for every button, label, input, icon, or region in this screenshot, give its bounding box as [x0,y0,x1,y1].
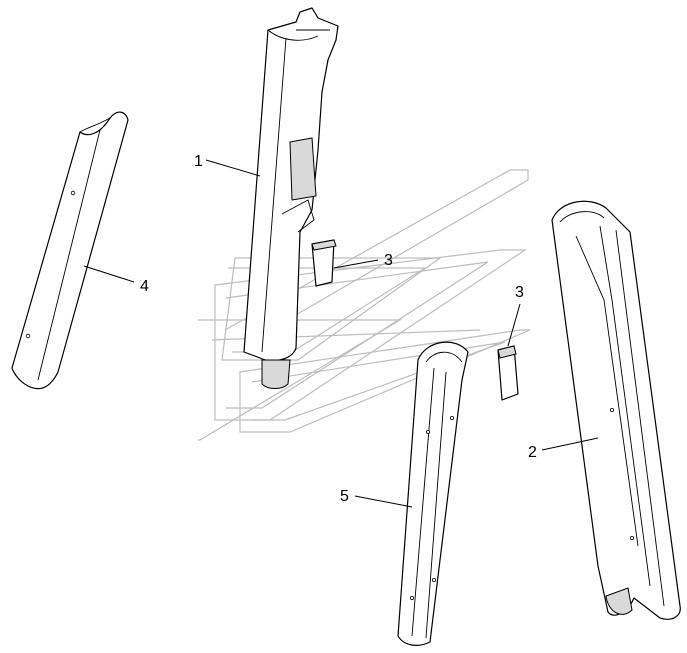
callout-3-right: 3 [507,284,524,347]
part-5-trim-strip [397,341,469,646]
callout-2-label: 2 [528,444,537,461]
part-4-trim-panel [11,111,129,390]
callout-3-upper: 3 [333,252,393,269]
part-2-pillar-cover [551,200,681,620]
callout-3-upper-label: 3 [384,252,393,269]
part-1-pillar-cover [243,7,339,389]
callout-1: 1 [194,153,261,177]
callout-1-label: 1 [194,153,203,170]
callout-5-label: 5 [340,488,349,505]
callout-5: 5 [340,488,413,508]
callout-2: 2 [528,437,599,461]
callout-4-label: 4 [140,278,149,295]
part-3-clip-upper [311,239,337,287]
callout-4: 4 [83,265,149,295]
callout-3-right-label: 3 [515,284,524,301]
part-3-clip-right [497,345,519,401]
